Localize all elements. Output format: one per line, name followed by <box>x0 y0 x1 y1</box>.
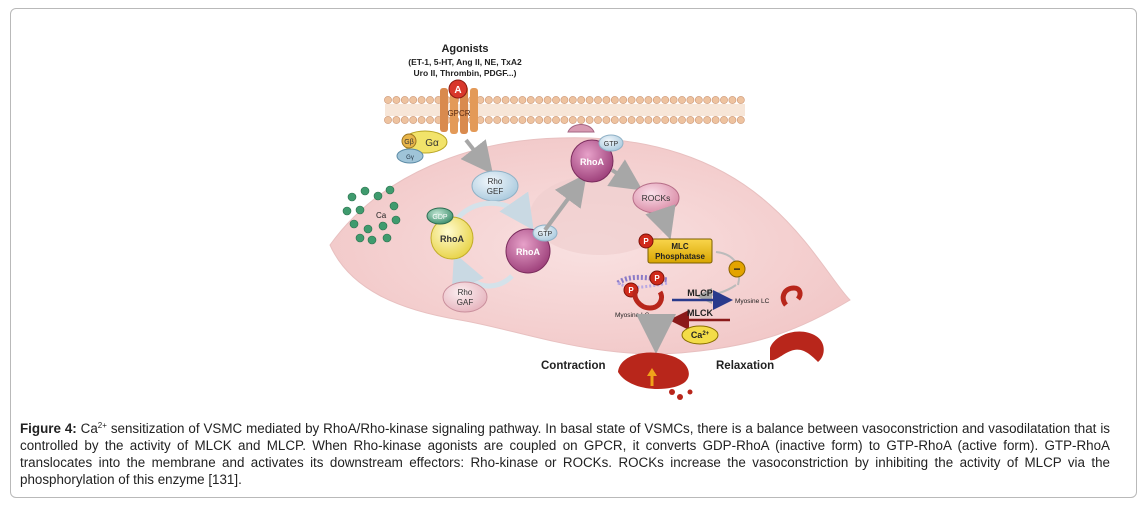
figure-caption: Figure 4: Ca2+ sensitization of VSMC med… <box>20 420 1110 488</box>
cell-membrane <box>384 96 745 124</box>
g-protein <box>396 130 448 164</box>
mlcp-label: MLCP <box>687 288 713 298</box>
contraction-label: Contraction <box>541 360 606 372</box>
membrane-anchor <box>567 124 595 133</box>
rho-gef-label-1: Rho <box>488 177 503 186</box>
calcium-2plus-label: Ca2+ <box>691 330 710 340</box>
gtp-badge-cytosol <box>532 224 558 242</box>
gpcr-receptor: GPCR <box>440 86 478 134</box>
arrow-cycle-activation <box>452 191 534 231</box>
g-beta-label: Gβ <box>404 139 413 146</box>
agonist-ligand-label: A <box>454 85 461 96</box>
caption-label: Figure 4: <box>20 421 77 436</box>
mlc-phosphatase-label-2: Phosphatase <box>655 252 705 261</box>
caption-text: sensitization of VSMC mediated by RhoA/R… <box>20 421 1110 487</box>
calcium-2plus-badge <box>681 325 719 345</box>
mlc-phosphatase-label-1: MLC <box>671 242 689 251</box>
inhibition-sign-label: − <box>733 262 740 276</box>
rhoa-membrane-label: RhoA <box>580 157 604 167</box>
arrow-rhoa-to-rocks <box>607 159 643 191</box>
relaxed-muscle <box>770 331 824 362</box>
mlcp-phospho-label: P <box>643 237 649 246</box>
agonists-list-line1: (ET-1, 5-HT, Ang II, NE, TxA2 <box>408 57 522 67</box>
relaxation-label: Relaxation <box>716 360 774 372</box>
arrow-gpcr-to-rhogef <box>460 138 493 175</box>
caption-ca-prefix: Ca <box>76 421 98 436</box>
gpcr-label: GPCR <box>447 109 470 118</box>
arrow-rocks-to-mlcp <box>645 204 676 240</box>
gdp-badge <box>426 207 454 225</box>
myosin-filament <box>616 274 669 289</box>
myosin-lc-right-label: Myosine LC <box>735 298 770 305</box>
g-gamma-label: Gγ <box>406 155 414 161</box>
agonist-ligand <box>448 79 468 99</box>
rocks-label: ROCKs <box>642 193 671 203</box>
contracted-muscle <box>618 352 693 400</box>
calcium-label: Ca <box>376 211 387 220</box>
g-alpha-label: Gα <box>425 138 439 149</box>
gtp-label-membrane: GTP <box>604 141 619 148</box>
rho-gaf <box>442 281 488 313</box>
agonists-list-line2: Uro II, Thrombin, PDGF...) <box>414 68 517 78</box>
mlck-label: MLCK <box>687 308 713 318</box>
rho-gef <box>471 170 519 202</box>
rhoa-inactive-label: RhoA <box>440 234 464 244</box>
caption-ca-superscript: 2+ <box>97 421 107 430</box>
gtp-badge-membrane <box>598 134 624 152</box>
mlcp-phospho-badge <box>638 233 654 249</box>
agonists-title: Agonists <box>441 43 488 55</box>
rhoa-active-label: RhoA <box>516 247 540 257</box>
gdp-label: GDP <box>432 214 448 221</box>
mlc-phosphatase-box <box>647 238 713 264</box>
myosin-phospho-badge-1 <box>649 270 665 286</box>
rho-gaf-label-2: GAF <box>457 298 474 307</box>
myosin-lc-right-shape <box>780 285 803 307</box>
myosin-phospho-label-2: P <box>628 286 634 295</box>
inhibition-sign <box>728 260 746 278</box>
calcium-ions <box>342 185 401 245</box>
myosin-lc-left-shape <box>632 288 665 311</box>
gtp-label-cytosol: GTP <box>538 231 553 238</box>
rho-kinase-pathway-diagram: GPCR A Agonists (ET-1, 5-HT, Ang II, NE,… <box>329 43 851 400</box>
rho-gef-label-2: GEF <box>487 187 504 196</box>
arrow-translocation <box>543 173 587 232</box>
myosin-phospho-label-1: P <box>654 274 660 283</box>
myosin-lc-left-label: Myosine LC <box>615 312 650 319</box>
arrow-cycle-inactivation <box>451 252 514 292</box>
rho-gaf-label-1: Rho <box>458 288 473 297</box>
